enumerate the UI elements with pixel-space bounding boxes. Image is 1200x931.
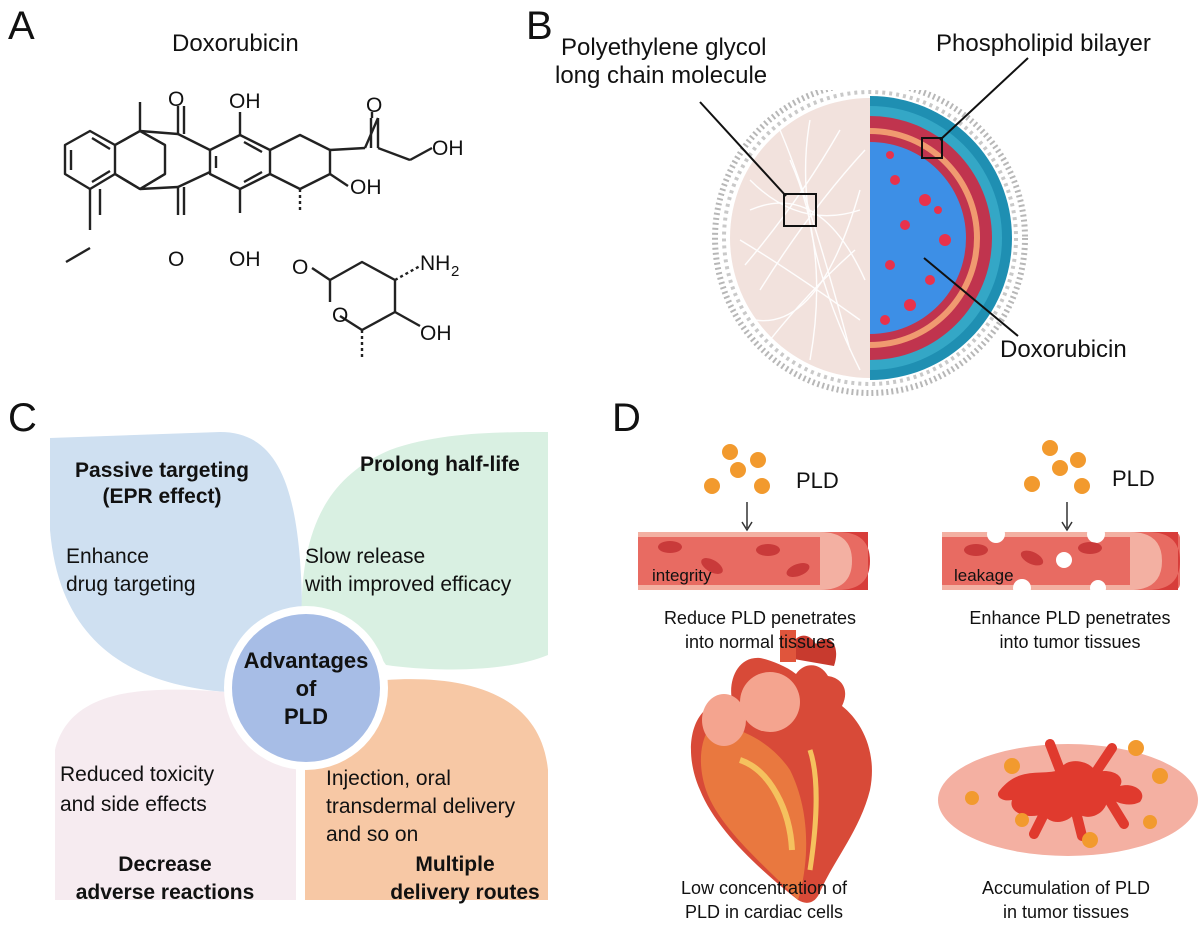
pld-particles-right — [1024, 440, 1090, 494]
caption-normal-2: into normal tissues — [684, 632, 836, 652]
caption-tumor-1: Accumulation of PLD — [981, 878, 1151, 898]
panel-label-b: B — [526, 4, 553, 48]
normal-vessel — [638, 532, 870, 590]
leaky-vessel — [942, 525, 1180, 597]
petal-bl-body-2: and side effects — [60, 793, 207, 816]
atom-oh: OH — [420, 322, 452, 345]
doxorubicin-label: Doxorubicin — [1000, 336, 1127, 363]
petal-bl-body-1: Reduced toxicity — [60, 763, 215, 786]
caption-heart-1: Low concentration of — [680, 878, 848, 898]
doxorubicin-title: Doxorubicin — [172, 30, 299, 57]
pld-label-right: PLD — [1112, 466, 1155, 491]
atom-o: O — [292, 256, 308, 279]
petal-bl-title-2: adverse reactions — [75, 881, 255, 904]
peg-label-line2: long chain molecule — [555, 62, 768, 89]
panel-label-d: D — [612, 396, 641, 440]
heart-illustration — [690, 630, 872, 903]
peg-label-line1: Polyethylene glycol — [561, 34, 767, 61]
petal-tr-body-2: with improved efficacy — [305, 573, 512, 596]
caption-heart-2: PLD in cardiac cells — [684, 902, 844, 922]
atom-o: O — [168, 88, 184, 111]
panel-b-callouts — [699, 57, 1029, 337]
panel-label-c: C — [8, 396, 37, 440]
center-label-1: Advantages — [243, 648, 369, 673]
vessel-integrity-label: integrity — [652, 566, 712, 585]
liposome-diagram — [712, 90, 1028, 396]
pld-label-left: PLD — [796, 468, 839, 493]
atom-o: O — [168, 248, 184, 271]
atom-oh: OH — [350, 176, 382, 199]
petal-br-title-2: delivery routes — [390, 881, 540, 904]
petal-tr-title: Prolong half-life — [360, 453, 520, 476]
advantages-petal-diagram — [50, 432, 548, 900]
atom-nh2-subscript: 2 — [451, 263, 459, 280]
pld-particles-left — [704, 444, 770, 494]
petal-tl-title-1: Passive targeting — [75, 459, 249, 482]
petal-tl-body-1: Enhance — [66, 545, 149, 568]
petal-br-body-3: and so on — [326, 823, 419, 846]
panel-d-illustrations — [638, 440, 1198, 903]
center-label-2: of — [295, 676, 317, 701]
atom-oh: OH — [229, 90, 261, 113]
caption-tumor-vessel-1: Enhance PLD penetrates — [969, 608, 1171, 628]
atom-nh2: NH — [420, 252, 450, 275]
vessel-leakage-label: leakage — [954, 566, 1014, 585]
caption-tumor-2: in tumor tissues — [1002, 902, 1130, 922]
atom-oh: OH — [432, 137, 464, 160]
petal-tr-body-1: Slow release — [305, 545, 426, 568]
atom-o: O — [366, 94, 382, 117]
bilayer-label: Phospholipid bilayer — [936, 30, 1151, 57]
atom-o: O — [332, 304, 348, 327]
petal-tl-body-2: drug targeting — [66, 573, 196, 596]
panel-label-a: A — [8, 4, 35, 48]
caption-tumor-vessel-2: into tumor tissues — [999, 632, 1141, 652]
petal-br-body-1: Injection, oral — [326, 767, 451, 790]
tumor-illustration — [938, 739, 1198, 856]
petal-tl-title-2: (EPR effect) — [102, 485, 222, 508]
petal-bl-title-1: Decrease — [118, 853, 212, 876]
petal-br-title-1: Multiple — [415, 853, 495, 876]
center-label-3: PLD — [284, 704, 328, 729]
caption-normal-1: Reduce PLD penetrates — [663, 608, 857, 628]
doxorubicin-structure: O OH O OH OH O OH O NH 2 O OH — [63, 88, 464, 358]
petal-br-body-2: transdermal delivery — [326, 795, 516, 818]
atom-oh: OH — [229, 248, 261, 271]
